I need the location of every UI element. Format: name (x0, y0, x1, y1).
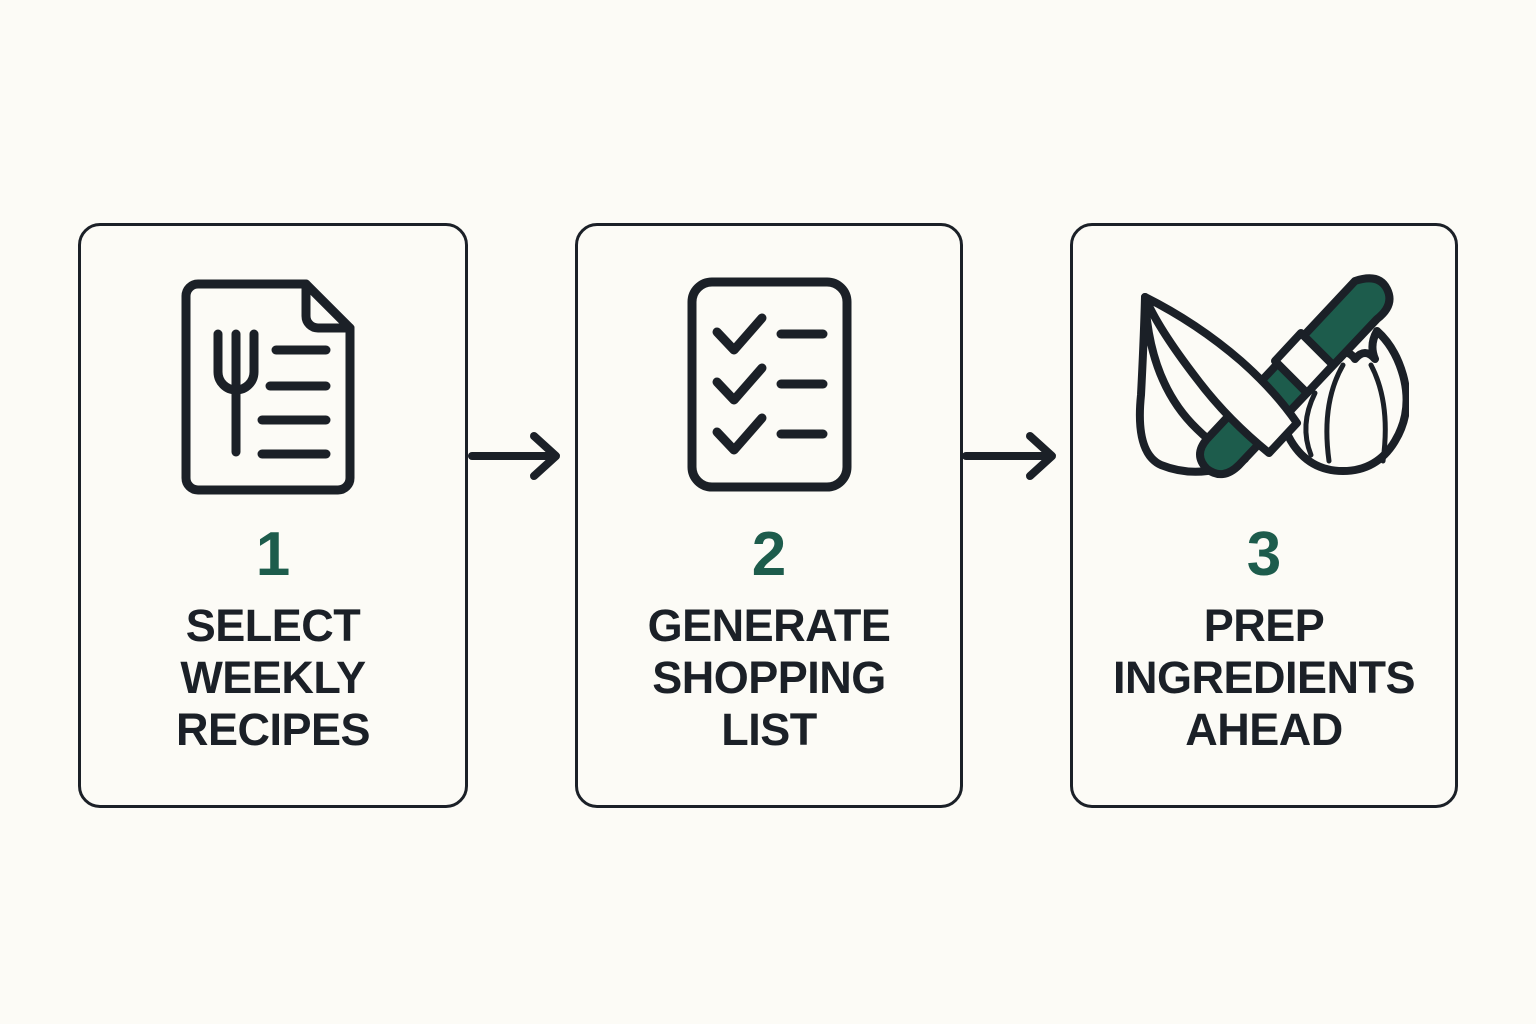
knife-and-onion-icon (1073, 254, 1455, 514)
knife-bolster (1271, 329, 1337, 397)
recipe-document-icon (81, 254, 465, 514)
knife-blade-main (1141, 293, 1301, 457)
arrow-step-2-to-3 (962, 428, 1072, 484)
step-number-1: 1 (255, 520, 291, 589)
step-title-2: GENERATE SHOPPING LIST (647, 600, 891, 755)
step-number-2: 2 (751, 520, 787, 589)
step-card-1[interactable]: 1 SELECT WEEKLY RECIPES (78, 223, 468, 808)
step-card-3[interactable]: 3 PREP INGREDIENTS AHEAD (1070, 223, 1458, 808)
arrow-step-1-to-2 (468, 428, 576, 484)
checklist-icon (578, 254, 960, 514)
step-title-3: PREP INGREDIENTS AHEAD (1112, 600, 1416, 755)
step-card-2[interactable]: 2 GENERATE SHOPPING LIST (575, 223, 963, 808)
step-number-3: 3 (1246, 520, 1282, 589)
step-title-1: SELECT WEEKLY RECIPES (175, 600, 371, 755)
